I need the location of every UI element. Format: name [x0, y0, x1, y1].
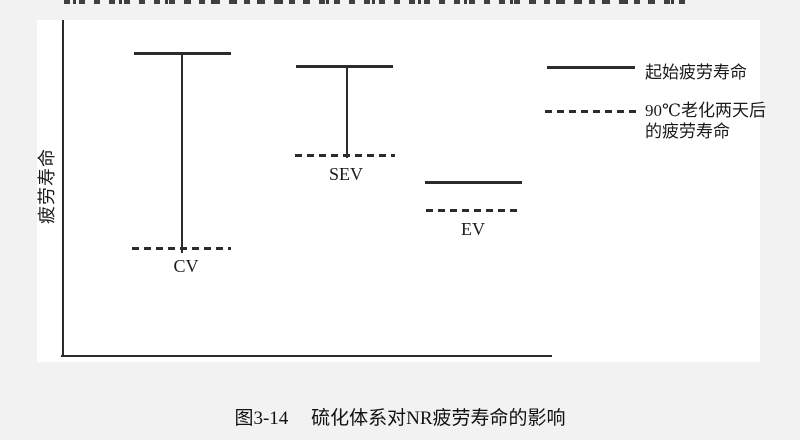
- legend-solid-line-sample: [547, 66, 635, 69]
- sev-range-connector: [346, 65, 348, 158]
- ev-aged-life-line: [426, 209, 522, 212]
- x-axis-line: [61, 355, 552, 357]
- legend-label-initial-life: 起始疲劳寿命: [645, 63, 747, 82]
- chart-panel: [37, 20, 760, 362]
- sev-aged-life-line: [295, 154, 395, 157]
- clipped-text-row: [64, 0, 692, 4]
- figure-caption: 图3-14 硫化体系对NR疲劳寿命的影响: [0, 403, 800, 430]
- figure-caption-title: 硫化体系对NR疲劳寿命的影响: [311, 408, 566, 429]
- cv-range-connector: [181, 52, 183, 253]
- cv-category-label: CV: [173, 256, 199, 276]
- legend-label-aged-life: 90℃老化两天后的疲劳寿命: [645, 101, 767, 141]
- figure-caption-number: 图3-14: [234, 408, 289, 429]
- legend-dashed-line-sample: [545, 110, 636, 113]
- ev-initial-life-line: [425, 181, 522, 184]
- ev-category-label: EV: [461, 219, 485, 239]
- cv-aged-life-line: [132, 247, 231, 250]
- sev-initial-life-line: [296, 65, 393, 68]
- y-axis-line: [62, 20, 64, 357]
- y-axis-label: 疲劳寿命: [37, 148, 57, 224]
- sev-category-label: SEV: [328, 164, 363, 184]
